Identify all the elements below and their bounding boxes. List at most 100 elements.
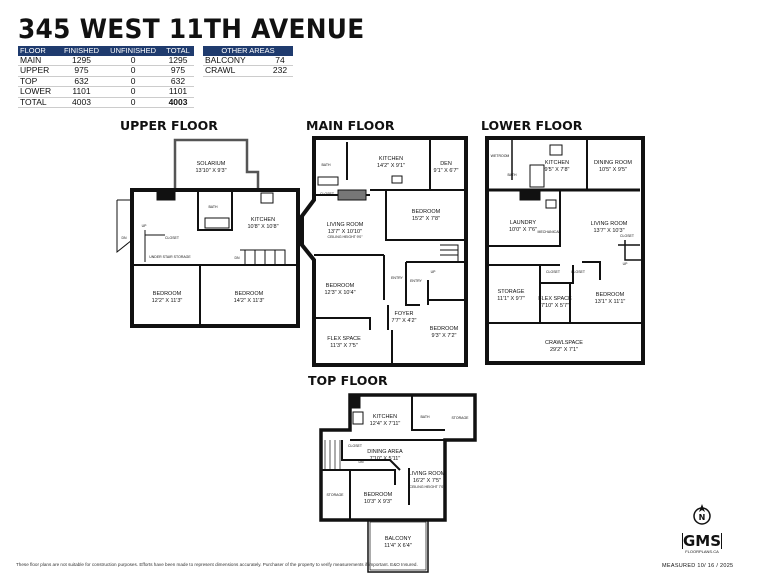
col-header: FINISHED (58, 46, 105, 56)
compass-icon: N (693, 504, 711, 525)
cell: UPPER (18, 65, 59, 77)
cell: BALCONY (203, 55, 267, 66)
cell: 975 (162, 65, 194, 77)
small-label: DN (121, 236, 127, 240)
small-label: STORAGE (326, 493, 344, 497)
table-header-row: FLOOR FINISHED UNFINISHED TOTAL (18, 46, 194, 56)
cell: 0 (104, 86, 163, 98)
cell: TOTAL (18, 97, 59, 108)
lower-floor-title: LOWER FLOOR (481, 118, 583, 133)
small-label: DN (234, 256, 240, 260)
cell: MAIN (18, 55, 59, 66)
small-label: UP (622, 262, 628, 266)
main-floor-plan (300, 136, 468, 367)
small-label: BATH (208, 205, 218, 209)
upper-floor-title: UPPER FLOOR (120, 118, 218, 133)
small-label: CLOSET (319, 192, 335, 196)
cell: 0 (104, 65, 163, 77)
cell: 1295 (58, 55, 105, 66)
small-label: ENTRY (410, 279, 422, 283)
disclaimer: These floor plans are not suitable for c… (16, 562, 418, 567)
logo-text: GMS (682, 532, 722, 550)
cell: 4003 (58, 97, 105, 108)
col-header: TOTAL (162, 46, 194, 56)
small-label: BATH (507, 173, 517, 177)
small-label: CLOSET (545, 270, 561, 274)
small-label: DN (358, 460, 364, 464)
small-label: BATH (420, 415, 430, 419)
cell: 0 (104, 76, 163, 87)
cell: 0 (104, 55, 163, 66)
small-label: CLOSET (347, 444, 363, 448)
cell: LOWER (18, 86, 59, 98)
cell: 1295 (162, 55, 194, 66)
top-floor-title: TOP FLOOR (308, 373, 388, 388)
small-label: STORAGE (451, 416, 469, 420)
cell: 1101 (162, 86, 194, 98)
page-title: 345 WEST 11TH AVENUE (18, 14, 365, 45)
cell: 632 (58, 76, 105, 87)
small-label: UNDER STAIR STORAGE (149, 255, 191, 259)
cell: 74 (266, 55, 293, 66)
cell: TOP (18, 76, 59, 87)
small-label: ENTRY (391, 276, 403, 280)
small-label: BATH (321, 163, 331, 167)
top-floor-plan (319, 393, 477, 573)
small-label: WETROOM (490, 154, 510, 158)
small-label: UP (430, 270, 436, 274)
gms-logo: N GMS FLOORPLANS.CA (674, 502, 730, 554)
cell: 4003 (162, 97, 194, 108)
small-label: CLOSET (619, 234, 635, 238)
compass-letter: N (699, 513, 706, 522)
upper-floor-plan (116, 138, 300, 328)
small-label: UP (141, 224, 147, 228)
lower-floor-plan (485, 136, 645, 365)
main-floor-title: MAIN FLOOR (306, 118, 395, 133)
small-label: CLOSET (570, 270, 586, 274)
cell: 0 (104, 97, 163, 108)
cell: 232 (266, 65, 293, 77)
small-label: MECHANICAL (537, 230, 561, 234)
small-label: CLOSET (164, 236, 180, 240)
col-header: FLOOR (18, 46, 59, 56)
small-label: CEILING HEIGHT 7'0" (409, 485, 445, 489)
small-label: CEILING HEIGHT 9'0" (327, 235, 363, 239)
measured-date: MEASURED 10/ 16 / 2025 (662, 563, 734, 569)
cell: 1101 (58, 86, 105, 98)
cell: 975 (58, 65, 105, 77)
logo-subtext: FLOORPLANS.CA (685, 549, 719, 554)
